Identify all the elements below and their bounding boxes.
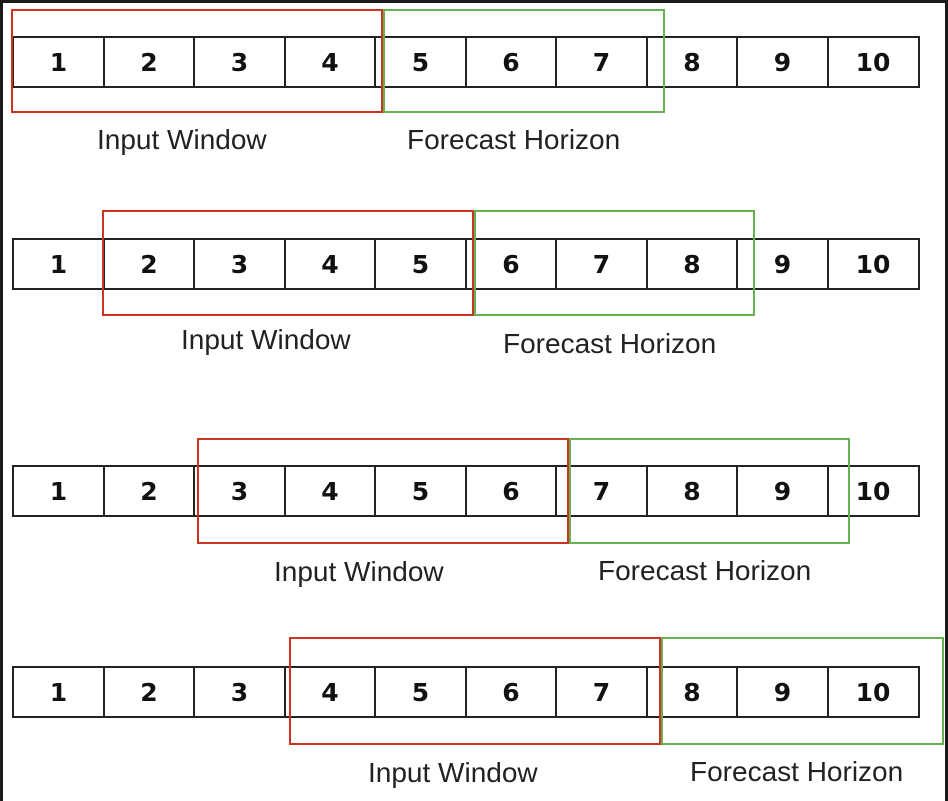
sequence-row-3: 1 2 3 4 5 6 7 8 9 10 bbox=[12, 465, 942, 517]
sequence-row-1: 1 2 3 4 5 6 7 8 9 10 bbox=[12, 36, 942, 88]
sequence-cell: 7 bbox=[555, 238, 648, 290]
forecast-horizon-box-4 bbox=[661, 637, 944, 745]
sequence-cell: 2 bbox=[102, 36, 196, 88]
sequence-cell: 3 bbox=[193, 238, 286, 290]
sequence-cell: 5 bbox=[374, 238, 467, 290]
sequence-row-2: 1 2 3 4 5 6 7 8 9 10 bbox=[12, 238, 942, 290]
sequence-cell: 9 bbox=[736, 36, 829, 88]
sequence-cell: 6 bbox=[464, 465, 558, 517]
forecast-horizon-label-1: Forecast Horizon bbox=[407, 124, 621, 155]
sequence-cell: 9 bbox=[736, 666, 829, 718]
sequence-cell: 10 bbox=[826, 238, 920, 290]
sequence-cell: 10 bbox=[826, 36, 920, 88]
input-window-box-2 bbox=[102, 210, 474, 316]
forecast-horizon-box-2 bbox=[474, 210, 755, 316]
sequence-cell: 8 bbox=[645, 238, 739, 290]
sequence-cell: 9 bbox=[736, 465, 829, 517]
sequence-cell: 3 bbox=[193, 666, 286, 718]
input-window-box-4 bbox=[289, 637, 661, 745]
input-window-box-3 bbox=[197, 438, 569, 544]
sequence-cell: 9 bbox=[736, 238, 829, 290]
sequence-cell: 10 bbox=[826, 666, 920, 718]
sequence-cell: 4 bbox=[283, 465, 377, 517]
input-window-label-2: Input Window bbox=[181, 324, 351, 355]
sequence-cell: 4 bbox=[283, 36, 377, 88]
sequence-cell: 2 bbox=[102, 465, 196, 517]
input-window-label-1: Input Window bbox=[97, 124, 267, 155]
sequence-cell: 1 bbox=[12, 666, 105, 718]
forecast-horizon-label-3: Forecast Horizon bbox=[598, 555, 812, 586]
sequence-cell: 4 bbox=[283, 238, 377, 290]
sequence-cell: 1 bbox=[12, 465, 105, 517]
sequence-cell: 5 bbox=[374, 36, 467, 88]
forecast-horizon-box-3 bbox=[569, 438, 850, 544]
forecast-horizon-box-1 bbox=[383, 9, 665, 113]
sequence-cell: 6 bbox=[464, 666, 558, 718]
sequence-cell: 4 bbox=[283, 666, 377, 718]
sequence-cell: 10 bbox=[826, 465, 920, 517]
sequence-cell: 3 bbox=[193, 465, 286, 517]
sequence-cell: 6 bbox=[464, 238, 558, 290]
sequence-cell: 7 bbox=[555, 36, 648, 88]
sequence-cell: 2 bbox=[102, 666, 196, 718]
sequence-cell: 6 bbox=[464, 36, 558, 88]
sequence-cell: 1 bbox=[12, 238, 105, 290]
input-window-box-1 bbox=[11, 9, 383, 113]
sequence-row-4: 1 2 3 4 5 6 7 8 9 10 bbox=[12, 666, 942, 718]
sequence-cell: 5 bbox=[374, 465, 467, 517]
sequence-cell: 8 bbox=[645, 36, 739, 88]
sequence-cell: 5 bbox=[374, 666, 467, 718]
input-window-label-3: Input Window bbox=[274, 556, 444, 587]
forecast-horizon-label-2: Forecast Horizon bbox=[503, 328, 717, 359]
forecast-horizon-label-4: Forecast Horizon bbox=[690, 756, 904, 787]
input-window-label-4: Input Window bbox=[368, 757, 538, 788]
